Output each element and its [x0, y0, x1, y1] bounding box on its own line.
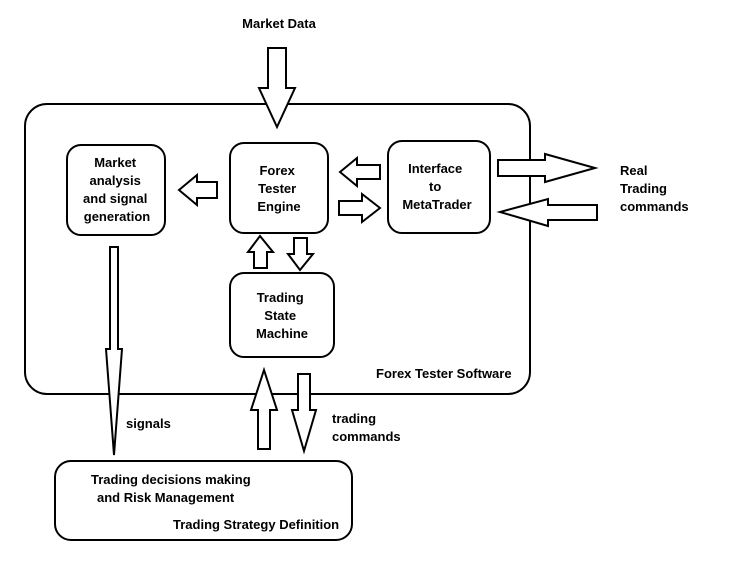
trading-commands-label: trading commands — [332, 411, 401, 444]
engine-to-state-arrow — [286, 237, 316, 272]
real-trading-commands-label: Real Trading commands — [620, 163, 689, 214]
trading-strategy-definition-label: Trading Strategy Definition — [173, 517, 339, 532]
interface-to-engine-arrow — [338, 155, 381, 189]
interface-to-metatrader-box — [387, 140, 491, 234]
state-to-strategy-arrow — [290, 373, 318, 455]
real-trading-to-interface-arrow — [496, 197, 598, 228]
trading-strategy-box — [54, 460, 353, 541]
interface-to-metatrader-label: Interface to MetaTrader — [402, 161, 471, 212]
market-analysis-box — [66, 144, 166, 236]
trading-state-machine-box — [229, 272, 335, 358]
market-analysis-label: Market analysis and signal generation — [83, 155, 151, 224]
market-data-arrow — [257, 47, 297, 130]
market-data-label: Market Data — [242, 16, 316, 31]
forex-tester-software-label: Forex Tester Software — [376, 366, 512, 381]
strategy-to-state-arrow — [249, 366, 279, 450]
signals-label: signals — [126, 416, 171, 431]
trading-decisions-label: Trading decisions making and Risk Manage… — [91, 472, 254, 505]
forex-tester-engine-box — [229, 142, 329, 234]
signals-arrow — [104, 246, 124, 456]
interface-to-real-trading-arrow — [497, 152, 599, 184]
trading-state-machine-label: Trading State Machine — [256, 290, 308, 341]
forex-tester-engine-label: Forex Tester Engine — [257, 163, 300, 214]
state-to-engine-arrow — [246, 234, 276, 269]
engine-to-interface-arrow — [338, 191, 382, 225]
engine-to-analysis-arrow — [177, 172, 218, 208]
